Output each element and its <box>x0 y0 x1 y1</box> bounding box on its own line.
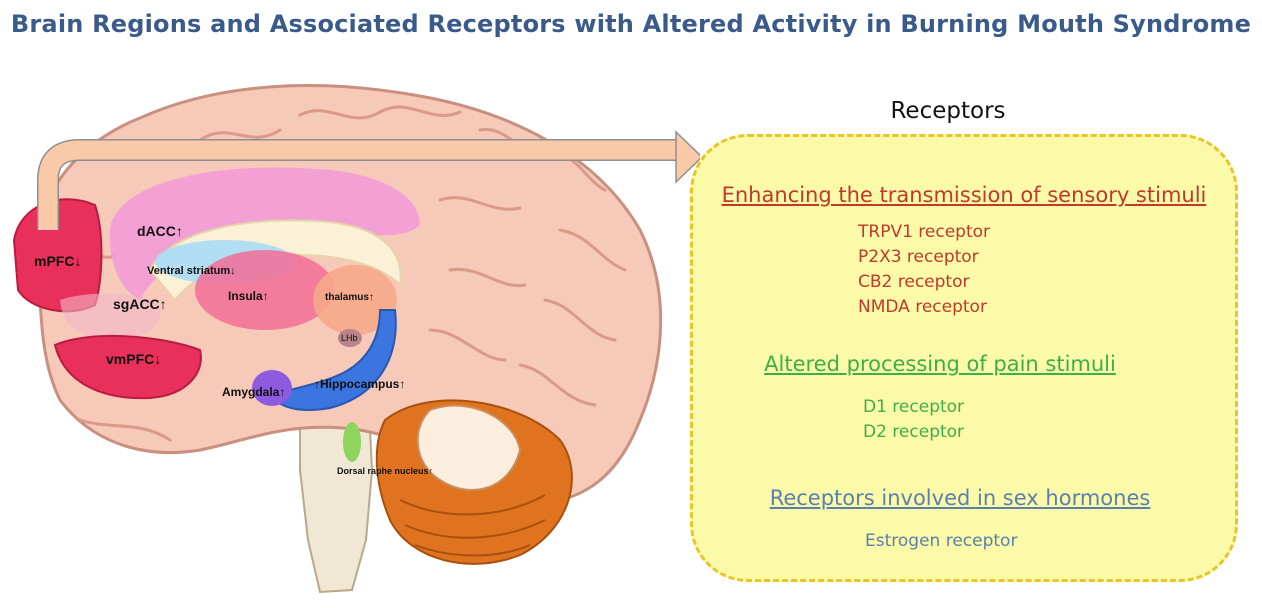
label-mpfc: mPFC↓ <box>34 253 82 269</box>
thalamus-region <box>313 265 397 335</box>
brain-illustration <box>12 84 700 594</box>
sgacc-region <box>60 293 161 340</box>
amygdala-region <box>252 370 292 406</box>
label-dorsal-raphe: Dorsal raphe nucleus↑ <box>337 466 434 476</box>
receptor-trpv1: TRPV1 receptor <box>858 222 991 242</box>
receptor-nmda: NMDA receptor <box>858 297 987 317</box>
vmpfc-region <box>53 334 202 400</box>
label-vmpfc: vmPFC↓ <box>106 351 162 367</box>
figure-title: Brain Regions and Associated Receptors w… <box>10 10 1252 38</box>
receptor-cb2: CB2 receptor <box>858 272 970 292</box>
label-insula: Insula↑ <box>228 289 269 303</box>
category-heading-sensory: Enhancing the transmission of sensory st… <box>721 183 1207 207</box>
receptors-box <box>690 134 1238 582</box>
label-ventral-striatum: Ventral striatum↓ <box>147 265 236 277</box>
label-thalamus: thalamus↑ <box>325 292 374 303</box>
category-heading-hormone: Receptors involved in sex hormones <box>769 486 1151 510</box>
receptor-p2x3: P2X3 receptor <box>858 247 979 267</box>
receptor-estrogen: Estrogen receptor <box>865 531 1018 551</box>
cerebellum-arbor <box>416 404 522 491</box>
receptor-d2: D2 receptor <box>863 422 965 442</box>
lhb-region <box>338 329 362 347</box>
receptors-heading: Receptors <box>890 98 1006 124</box>
cerebellum-folia <box>399 494 546 557</box>
label-lhb: LHb <box>341 333 358 343</box>
receptor-d1: D1 receptor <box>863 397 965 417</box>
dorsal-raphe-region <box>343 422 361 462</box>
label-amygdala: Amygdala↑ <box>222 385 286 399</box>
insula-region <box>195 250 335 330</box>
gyri-folds <box>68 105 627 457</box>
category-heading-pain: Altered processing of pain stimuli <box>764 352 1116 376</box>
arrow-head <box>675 130 700 184</box>
label-sgacc: sgACC↑ <box>113 296 167 312</box>
label-hippocampus: ↑Hippocampus↑ <box>314 377 406 391</box>
label-dacc: dACC↑ <box>137 223 183 239</box>
